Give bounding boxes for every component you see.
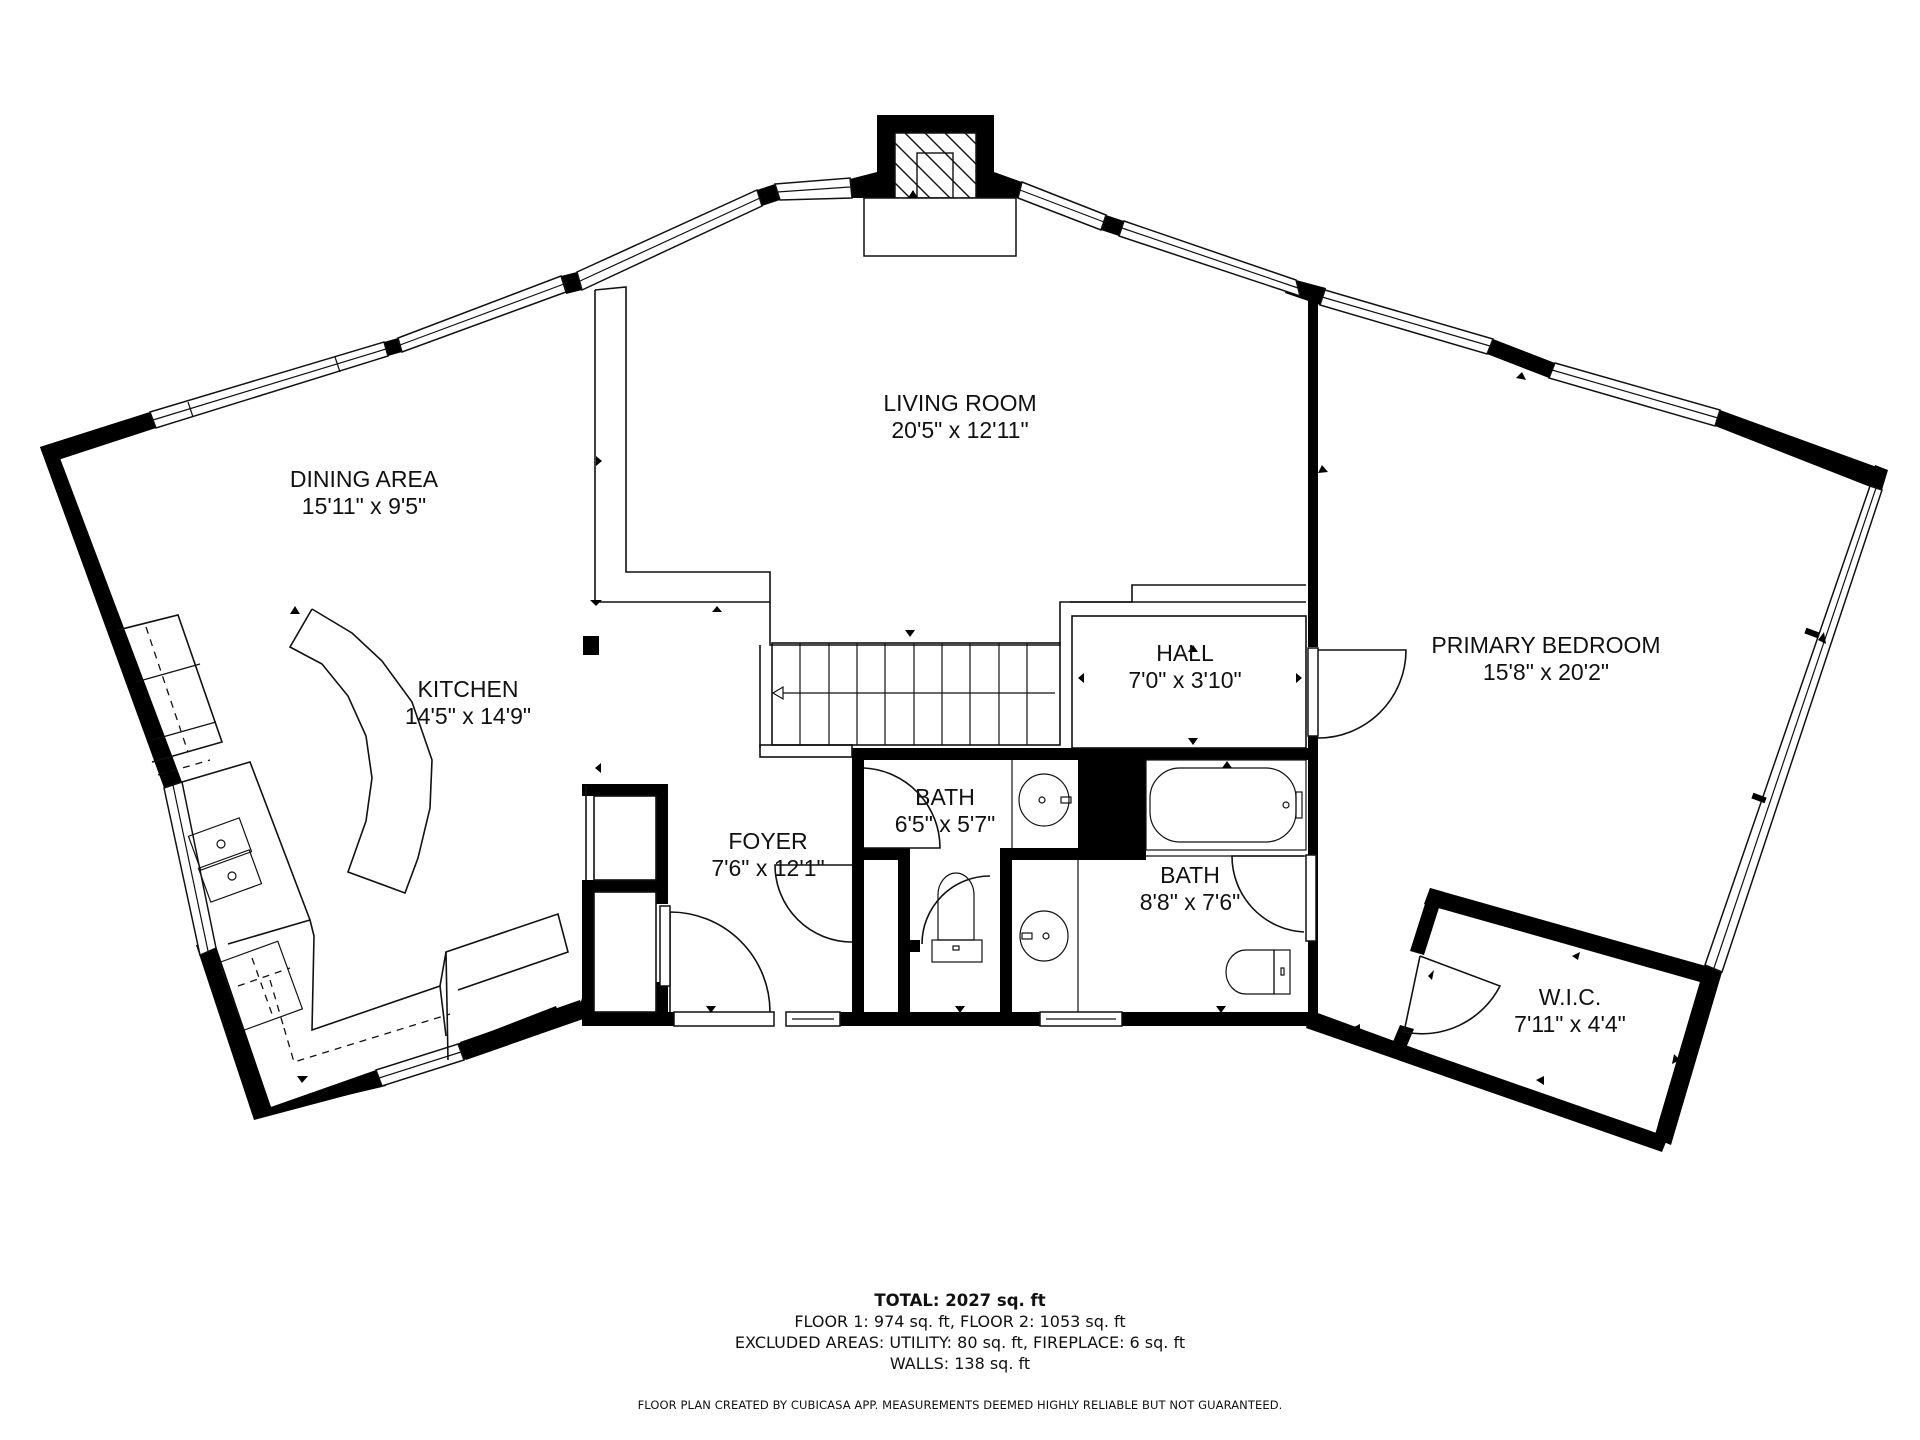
room-name: W.I.C. (1538, 984, 1602, 1010)
walls-area: WALLS: 138 sq. ft (889, 1354, 1031, 1373)
window-icon (149, 177, 1883, 1087)
staircase-icon (771, 642, 1061, 746)
kitchen-island (288, 608, 433, 895)
room-label-bath-1: BATH 6'5" x 5'7" (895, 784, 996, 838)
cabinet (585, 786, 657, 1013)
room-dims: 8'8" x 7'6" (1139, 889, 1241, 916)
room-label-dining-area: DINING AREA 15'11" x 9'5" (290, 466, 438, 520)
stove-icon (218, 940, 304, 1031)
room-name: DINING AREA (289, 466, 439, 492)
total-area: TOTAL: 2027 sq. ft (874, 1291, 1046, 1310)
sink-icon (1011, 760, 1079, 1012)
fireplace-icon (863, 132, 1017, 257)
area-summary: TOTAL: 2027 sq. ft FLOOR 1: 974 sq. ft, … (0, 1290, 1920, 1374)
room-dims: 7'6" x 12'1" (711, 855, 825, 882)
room-label-bath-2: BATH 8'8" x 7'6" (1140, 862, 1241, 916)
room-name: PRIMARY BEDROOM (1431, 632, 1661, 658)
disclaimer: FLOOR PLAN CREATED BY CUBICASA APP. MEAS… (637, 1398, 1283, 1412)
room-label-primary-bedroom: PRIMARY BEDROOM 15'8" x 20'2" (1431, 632, 1660, 686)
excluded-areas: EXCLUDED AREAS: UTILITY: 80 sq. ft, FIRE… (734, 1333, 1186, 1352)
toilet-icon (931, 872, 1291, 995)
room-name: BATH (1160, 862, 1220, 888)
kitchen-sink-icon (187, 817, 263, 903)
exterior-outline (40, 412, 586, 1120)
marker-icons (290, 372, 1826, 1085)
room-label-foyer: FOYER 7'6" x 12'1" (711, 828, 824, 882)
room-dims: 7'11" x 4'4" (1514, 1011, 1626, 1038)
room-label-wic: W.I.C. 7'11" x 4'4" (1514, 984, 1626, 1038)
room-label-hall: HALL 7'0" x 3'10" (1128, 640, 1241, 694)
room-name: HALL (1156, 640, 1214, 666)
room-dims: 7'0" x 3'10" (1128, 667, 1242, 694)
room-dims: 20'5" x 12'11" (891, 417, 1029, 444)
kitchen-counters (117, 614, 569, 1063)
room-label-kitchen: KITCHEN 14'5" x 14'9" (405, 676, 531, 730)
room-name: BATH (915, 784, 975, 810)
room-name: KITCHEN (417, 676, 519, 702)
floor-areas: FLOOR 1: 974 sq. ft, FLOOR 2: 1053 sq. f… (794, 1312, 1126, 1331)
door-swing-icon (659, 649, 1502, 1035)
room-dims: 14'5" x 14'9" (404, 703, 532, 730)
room-dims: 15'8" x 20'2" (1482, 659, 1610, 686)
room-name: LIVING ROOM (883, 390, 1037, 416)
room-label-living-room: LIVING ROOM 20'5" x 12'11" (883, 390, 1036, 444)
bathtub-icon (1145, 759, 1307, 857)
room-dims: 6'5" x 5'7" (894, 811, 996, 838)
room-name: FOYER (728, 828, 808, 854)
room-dims: 15'11" x 9'5" (301, 493, 427, 520)
